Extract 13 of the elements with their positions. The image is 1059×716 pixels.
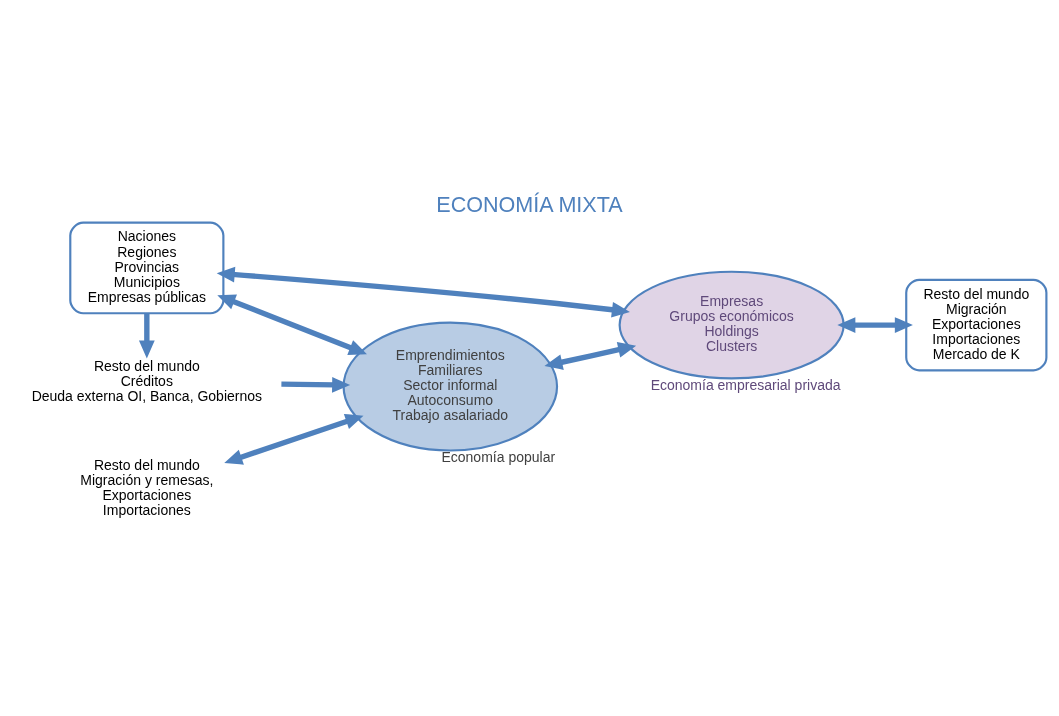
node-box: Naciones Regiones Provincias Municipios Empresas públicas (69, 221, 225, 314)
node-label: Economía empresarial privada (650, 376, 841, 393)
arrow (837, 316, 913, 333)
arrow (138, 313, 155, 359)
node-text: Resto del mundo Créditos Deuda externa OI, Banca, Gobiernos (31, 357, 263, 404)
arrow (217, 294, 367, 355)
arrow (216, 266, 630, 318)
arrow (281, 376, 351, 393)
node-box: Resto del mundo Migración Exportaciones Importaciones Mercado de K (905, 278, 1048, 371)
diagram-title: ECONOMÍA MIXTA (436, 191, 623, 217)
arrow (224, 413, 364, 465)
arrow (544, 341, 637, 370)
node-text: Resto del mundo Migración y remesas, Exportaciones Importaciones (80, 456, 214, 518)
